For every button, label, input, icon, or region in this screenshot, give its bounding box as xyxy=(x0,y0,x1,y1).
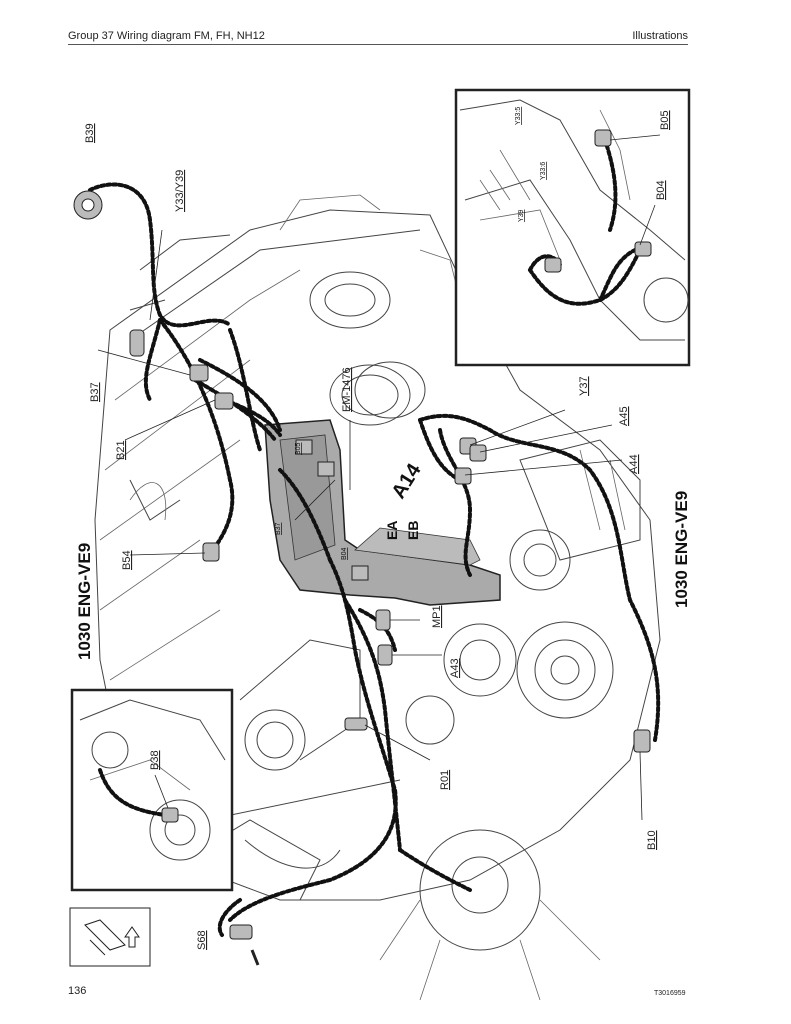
b10-sensor xyxy=(633,729,651,753)
label-a44: A44 xyxy=(628,454,640,474)
inset-label-b38: B38 xyxy=(149,750,161,770)
label-s68: S68 xyxy=(196,930,208,950)
header-right-title: Illustrations xyxy=(632,30,688,42)
ecu-a14-label: A14 xyxy=(388,459,427,503)
b54-connector xyxy=(202,542,220,562)
ecu-label-b05: B05 xyxy=(295,442,302,455)
label-r01: R01 xyxy=(439,770,451,790)
connectors xyxy=(73,190,651,966)
arrow-icon xyxy=(124,926,140,948)
page-number: 136 xyxy=(68,985,87,997)
r01-connector xyxy=(344,717,368,731)
callout-labels: B39 Y33/Y39 B37 B21 B54 EM-1476 Y37 A45 … xyxy=(84,123,658,950)
inset-top-right: Y33:5 Y33:6 Y39 B05 B04 xyxy=(454,88,691,367)
label-b39: B39 xyxy=(84,123,96,143)
ecu-label-b37: B37 xyxy=(275,522,282,535)
title-left: 1030 ENG-VE9 xyxy=(75,543,94,660)
mp1-connector xyxy=(375,609,391,631)
ecu-eb-label: EB xyxy=(405,521,421,540)
label-b37: B37 xyxy=(89,382,101,402)
inset-label-y39: Y39 xyxy=(518,209,525,222)
label-b10: B10 xyxy=(646,830,658,850)
title-right: 1030 ENG-VE9 xyxy=(672,491,691,608)
orientation-box xyxy=(69,907,151,967)
label-em1476: EM-1476 xyxy=(341,367,353,412)
b37-connector xyxy=(189,364,209,382)
ecu-ea-label: EA xyxy=(384,521,400,540)
a43-connector xyxy=(377,644,393,666)
document-id: T3016959 xyxy=(654,990,686,997)
b21-connector xyxy=(214,392,234,410)
header-left-title: Group 37 Wiring diagram FM, FH, NH12 xyxy=(68,30,265,42)
label-a43: A43 xyxy=(449,658,461,678)
s68-switch xyxy=(229,924,253,940)
y33-connector xyxy=(129,329,145,357)
a44-connector xyxy=(454,467,472,485)
label-y33-y39: Y33/Y39 xyxy=(174,170,186,212)
a45-connector xyxy=(469,444,487,462)
header-rule xyxy=(68,44,688,45)
label-b54: B54 xyxy=(121,550,133,570)
inset-label-y33-5: Y33:5 xyxy=(515,107,522,125)
label-y37: Y37 xyxy=(578,376,590,396)
label-b21: B21 xyxy=(115,440,127,460)
inset-label-b05: B05 xyxy=(659,110,671,130)
inset-label-y33-6: Y33:6 xyxy=(540,162,547,180)
label-mp1: MP1 xyxy=(431,605,443,628)
ecu-label-b04: B04 xyxy=(341,547,348,560)
inset-label-b04: B04 xyxy=(655,180,667,200)
inset-bottom-left: B38 xyxy=(70,688,234,892)
label-a45: A45 xyxy=(618,406,630,426)
ecu-a14: B05 B37 B04 A14 EA EB xyxy=(264,419,501,606)
